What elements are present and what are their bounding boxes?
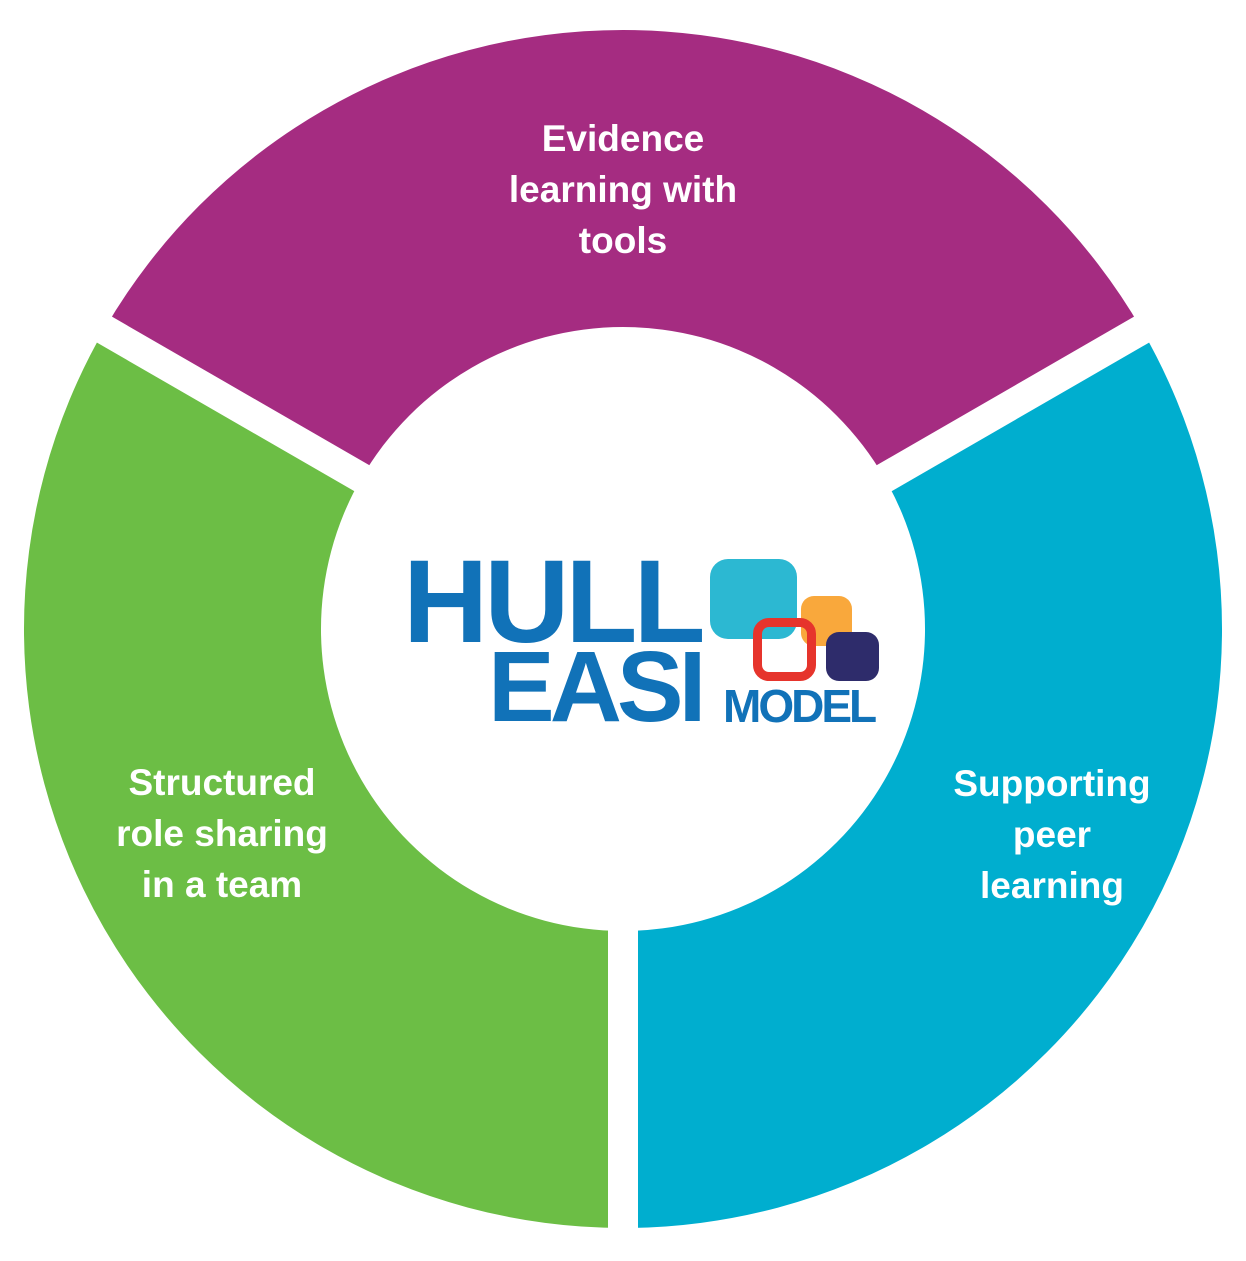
segment-label-supporting-peer: Supporting peer learning	[953, 763, 1151, 906]
segment-supporting-peer	[623, 329, 1223, 1228]
segment-label-evidence-learning: Evidence learning with tools	[508, 118, 738, 261]
segment-evidence-learning	[104, 29, 1142, 478]
logo-text-hull: HULL	[403, 536, 706, 668]
logo-navy-square	[826, 632, 879, 681]
segment-structured-role	[23, 329, 623, 1228]
logo-text-model: MODEL	[723, 680, 877, 732]
divider-upper-left	[69, 301, 631, 642]
segment-label-structured-role: Structured role sharing in a team	[116, 762, 328, 905]
logo-red-outline-square	[753, 618, 816, 681]
logo-text-easi: EASI	[488, 631, 706, 743]
